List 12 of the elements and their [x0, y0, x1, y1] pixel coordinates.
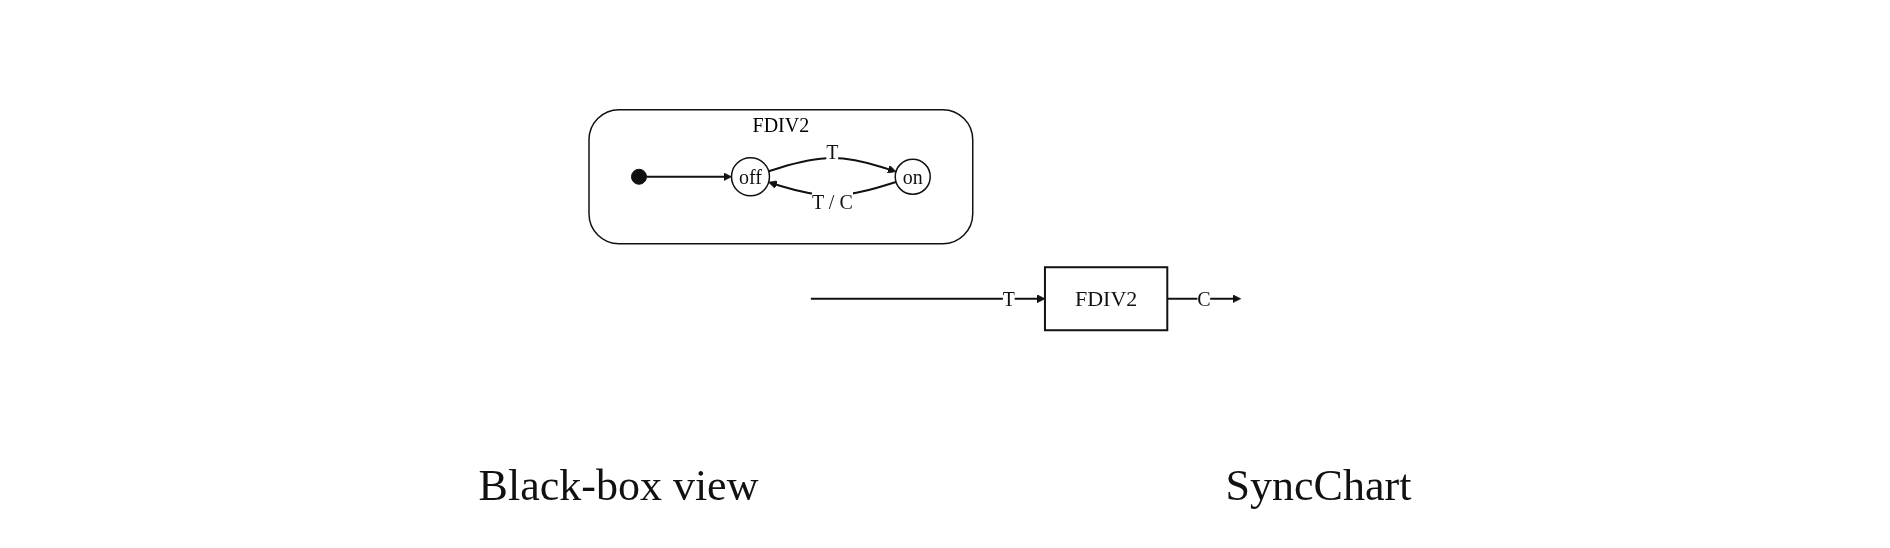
node-box: FDIV2: [1044, 266, 1169, 332]
node-circle: off: [730, 157, 771, 197]
node-circle: on: [894, 158, 932, 195]
node-circle: [631, 168, 648, 185]
edge-label: T: [1002, 287, 1016, 310]
caption: Black-box view: [478, 460, 759, 511]
edge-label: T / C: [812, 190, 853, 213]
arrow: [810, 294, 1046, 304]
edge-label: T: [826, 140, 839, 163]
edge-label: C: [1197, 287, 1211, 310]
caption: SyncChart: [1225, 460, 1412, 511]
arrow: [767, 157, 897, 174]
